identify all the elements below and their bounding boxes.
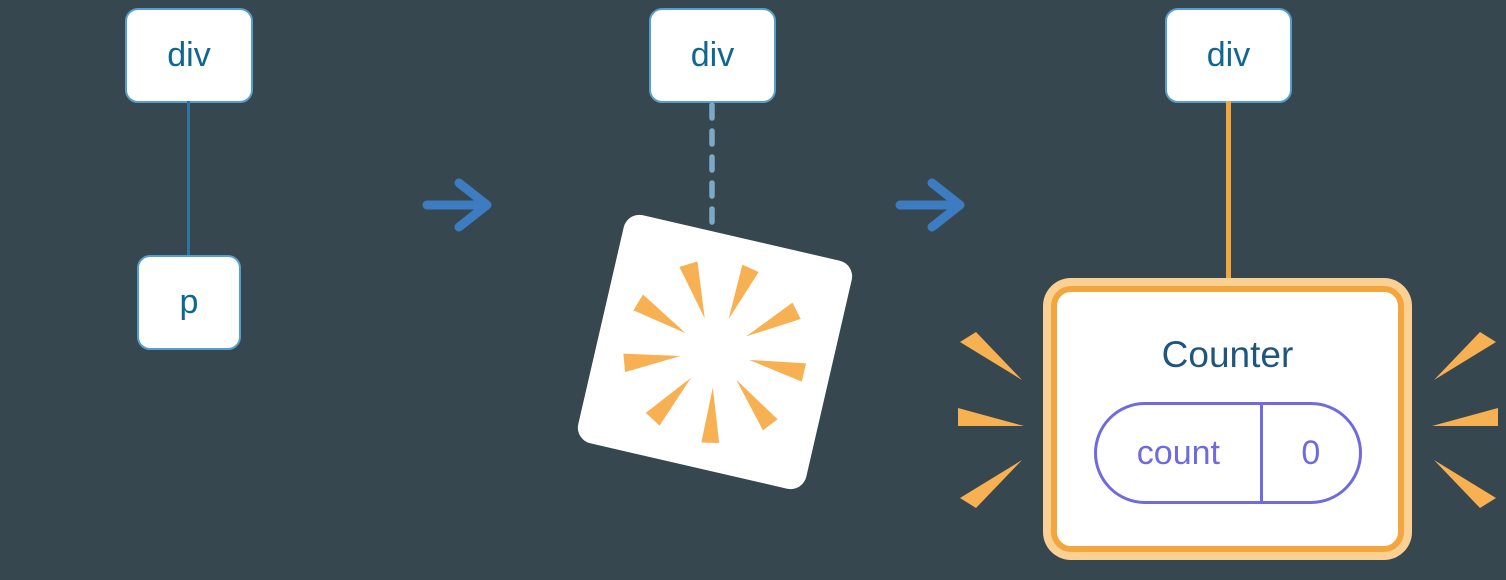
- pill-divider: [1260, 405, 1264, 501]
- counter-component-highlight: Counter count 0: [1043, 278, 1412, 560]
- poof-explosion-icon: [574, 211, 856, 493]
- tree-node-p: p: [137, 255, 241, 350]
- tree-node-div-during: div: [649, 8, 776, 103]
- sparkle-burst-icon: [958, 332, 1024, 508]
- edge-div-to-p: [187, 101, 190, 257]
- sparkle-burst-icon: [1432, 332, 1498, 508]
- counter-title: Counter: [1161, 334, 1294, 375]
- arrow-right-icon: [895, 178, 965, 232]
- tree-node-div-after: div: [1165, 8, 1292, 103]
- edge-dashed-removed: [709, 102, 715, 237]
- counter-component: Counter count 0: [1051, 286, 1404, 552]
- state-pill: count 0: [1093, 402, 1362, 504]
- arrow-right-icon: [422, 178, 492, 232]
- state-value-label: 0: [1301, 433, 1321, 472]
- edge-div-to-counter: [1226, 101, 1231, 281]
- state-key-label: count: [1136, 433, 1220, 472]
- tree-node-div-before: div: [125, 8, 253, 103]
